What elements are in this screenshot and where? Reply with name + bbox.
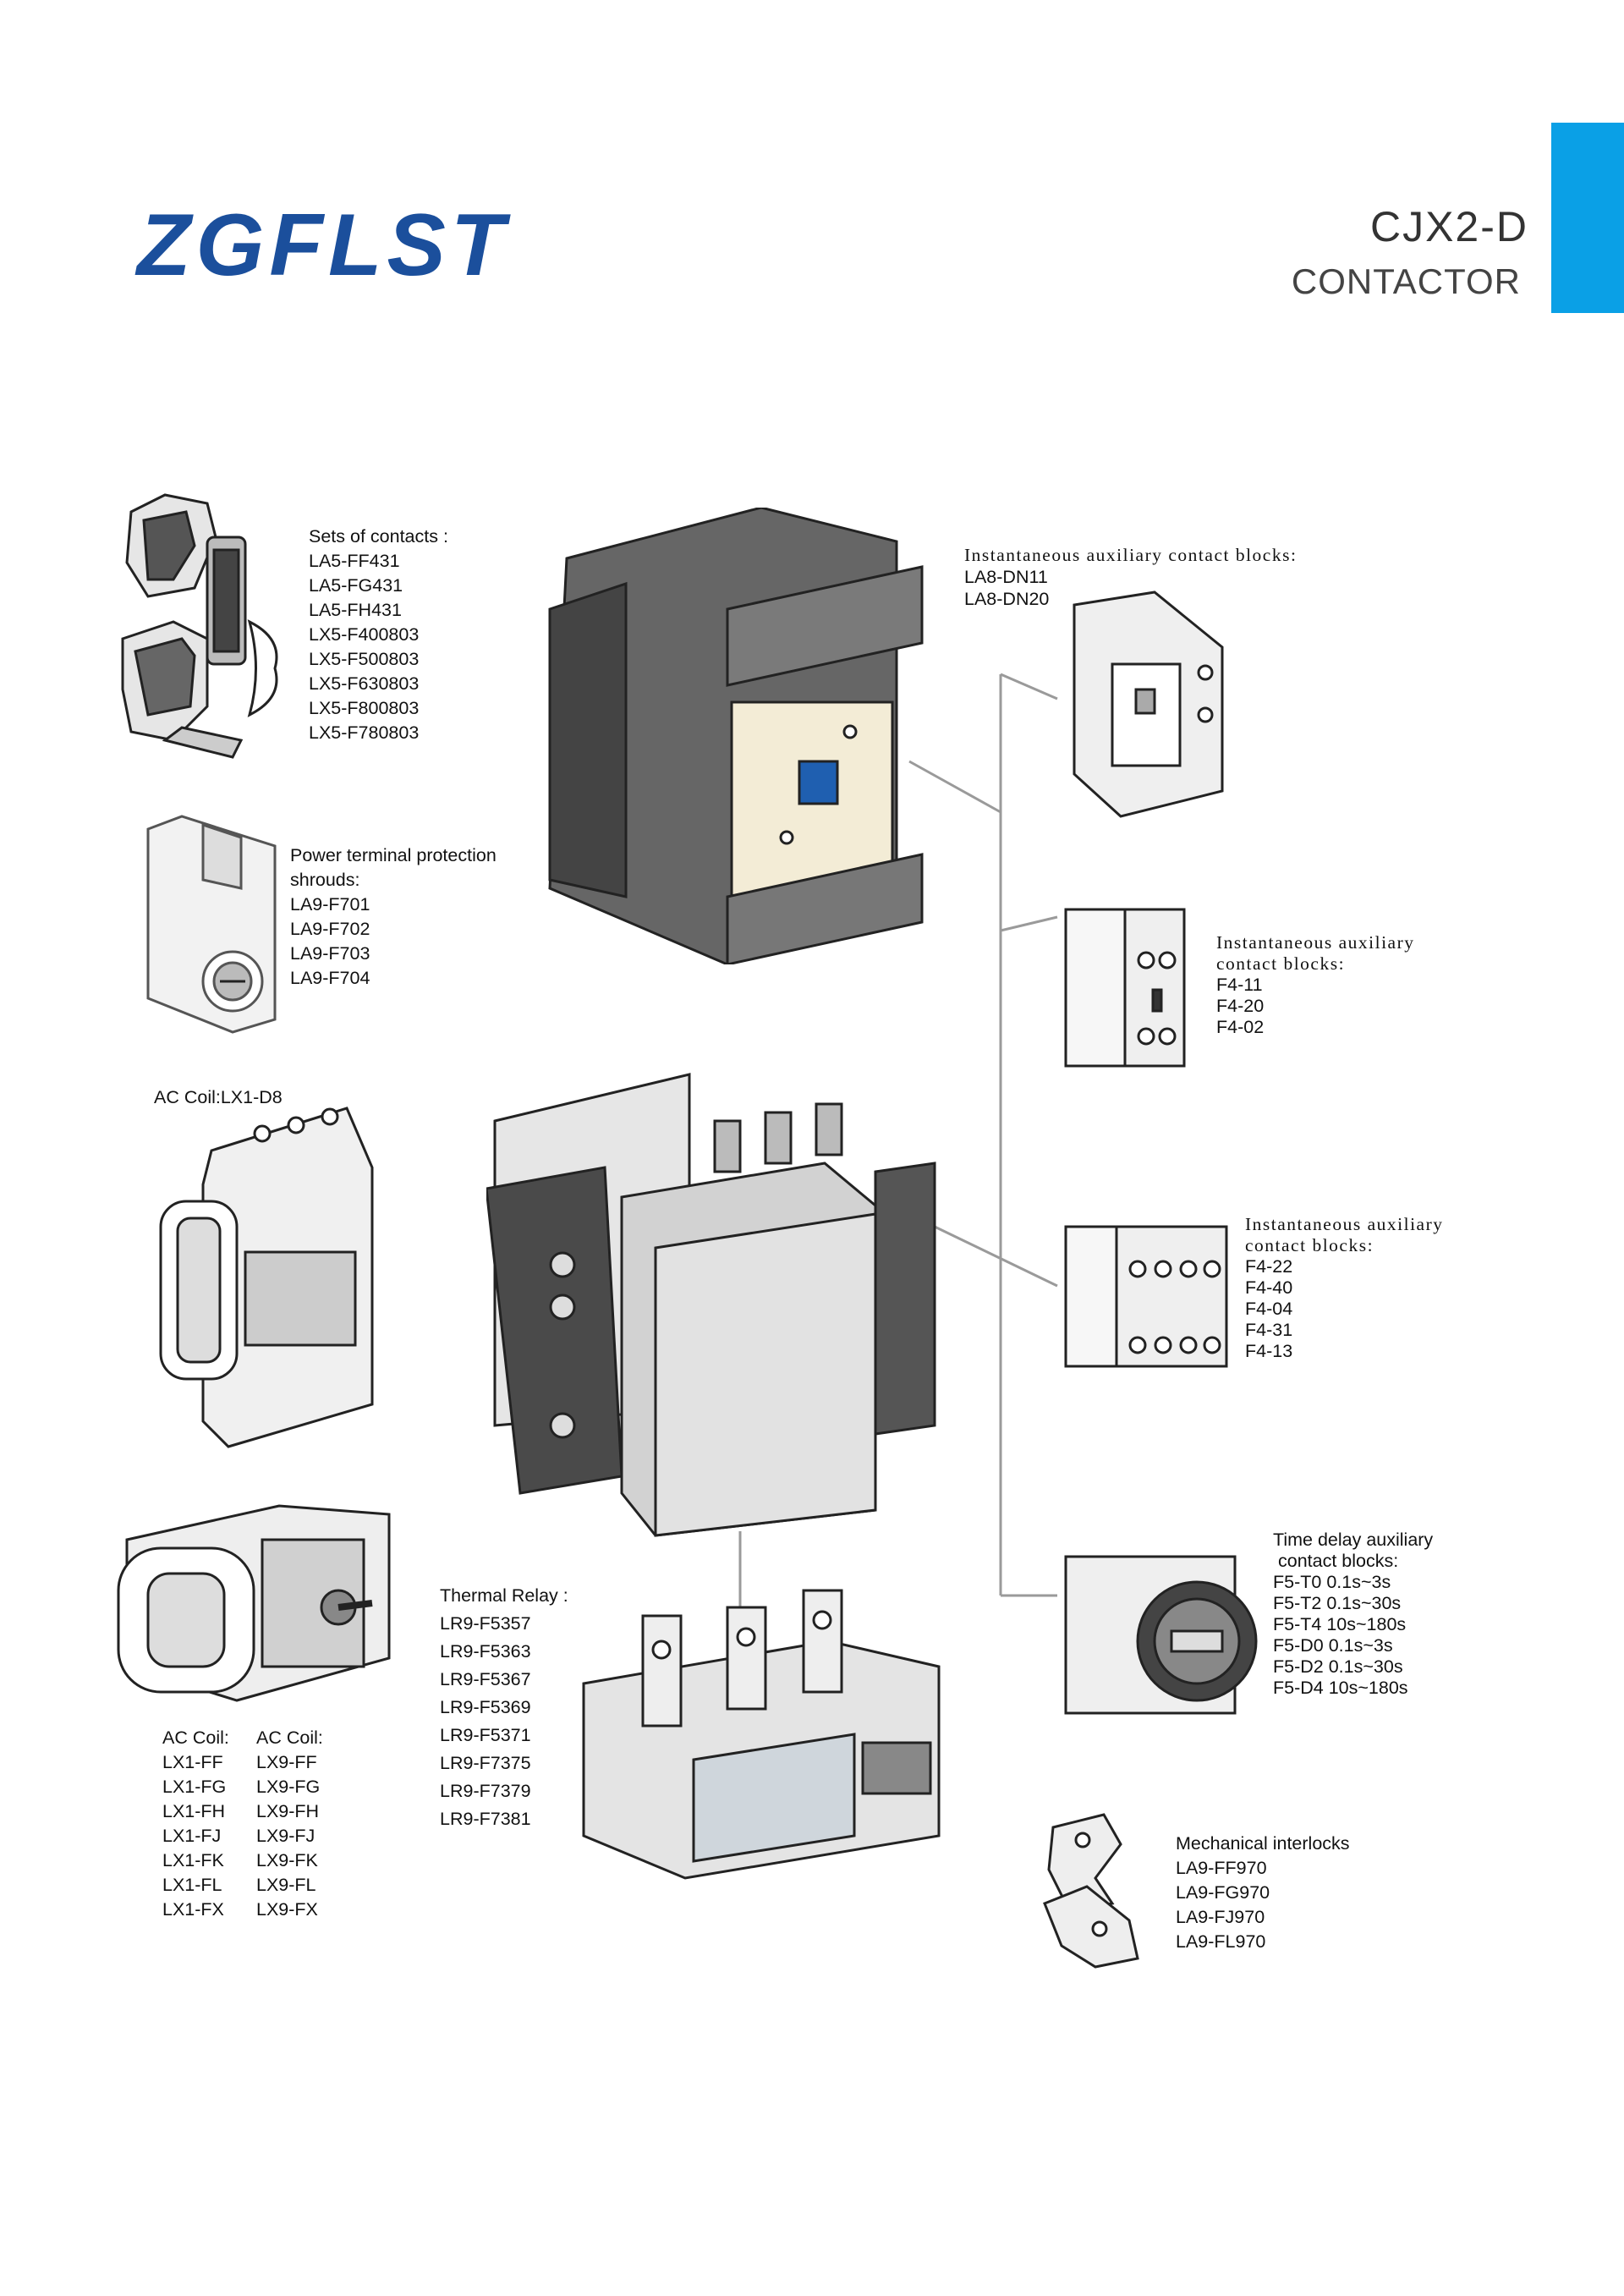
list-item: LA5-FG431 — [309, 575, 403, 596]
thermal-relay-title: Thermal Relay : — [440, 1585, 568, 1606]
aux-f4-large-title-line2: contact blocks: — [1245, 1235, 1374, 1255]
list-item: LA9-F703 — [290, 943, 370, 964]
aux-dn-block: Instantaneous auxiliary contact blocks: … — [964, 544, 1297, 610]
list-item: LR9-F5367 — [440, 1669, 531, 1689]
list-item: LR9-F5363 — [440, 1641, 531, 1662]
list-item: F4-13 — [1245, 1341, 1293, 1361]
list-item: F5-D2 0.1s~30s — [1273, 1656, 1403, 1677]
list-item: F5-D4 10s~180s — [1273, 1678, 1408, 1698]
shrouds-block: Power terminal protection shrouds: LA9-F… — [290, 843, 497, 991]
shrouds-title-line2: shrouds: — [290, 870, 360, 890]
list-item: LX1-FX — [162, 1899, 224, 1920]
time-delay-figure — [1064, 1555, 1258, 1715]
list-item: LX5-F500803 — [309, 649, 420, 669]
list-item: LA9-FJ970 — [1176, 1907, 1265, 1927]
interlocks-block: Mechanical interlocks LA9-FF970 LA9-FG97… — [1176, 1832, 1350, 1954]
list-item: F4-31 — [1245, 1320, 1293, 1340]
list-item: F4-20 — [1216, 996, 1265, 1016]
list-item: LR9-F5357 — [440, 1613, 531, 1634]
list-item: LX5-F780803 — [309, 722, 420, 743]
list-item: LA8-DN11 — [964, 567, 1048, 587]
time-delay-block: Time delay auxiliary contact blocks: F5-… — [1273, 1530, 1433, 1699]
list-item: F4-11 — [1216, 975, 1263, 995]
list-item: LX5-F630803 — [309, 673, 420, 694]
list-item: LX1-FH — [162, 1801, 226, 1821]
ac-coil-col1: AC Coil: LX1-FF LX1-FG LX1-FH LX1-FJ LX1… — [162, 1726, 229, 1922]
aux-f4-small-block: Instantaneous auxiliary contact blocks: … — [1216, 932, 1415, 1038]
list-item: LA9-FG970 — [1176, 1882, 1270, 1903]
aux-dn-title: Instantaneous auxiliary contact blocks: — [964, 545, 1298, 565]
list-item: F4-04 — [1245, 1299, 1293, 1319]
contactor-middle-figure — [486, 1073, 936, 1537]
list-item: LA5-FF431 — [309, 551, 400, 571]
list-item: LX9-FJ — [256, 1826, 315, 1846]
ac-coil-col2: AC Coil: LX9-FF LX9-FG LX9-FH LX9-FJ LX9… — [256, 1726, 323, 1922]
list-item: LA9-F704 — [290, 968, 370, 988]
contactor-top-figure — [548, 508, 924, 964]
list-item: F5-T4 10s~180s — [1273, 1614, 1407, 1634]
list-item: F5-D0 0.1s~3s — [1273, 1635, 1393, 1656]
list-item: LR9-F7381 — [440, 1809, 531, 1829]
thermal-relay-block: Thermal Relay : LR9-F5357 LR9-F5363 LR9-… — [440, 1582, 568, 1833]
list-item: LA9-FL970 — [1176, 1931, 1266, 1952]
list-item: LX1-FF — [162, 1752, 223, 1772]
list-item: F4-02 — [1216, 1017, 1265, 1037]
list-item: LX5-F400803 — [309, 624, 420, 645]
sets-of-contacts-title: Sets of contacts : — [309, 526, 448, 547]
model-title: CJX2-D — [1369, 203, 1528, 250]
list-item: LX9-FF — [256, 1752, 317, 1772]
aux-f4-small-figure — [1064, 908, 1186, 1068]
list-item: LX1-FG — [162, 1777, 227, 1797]
list-item: LX5-F800803 — [309, 698, 420, 718]
list-item: LX9-FH — [256, 1801, 320, 1821]
list-item: F4-22 — [1245, 1256, 1293, 1277]
sets-of-contacts-block: Sets of contacts : LA5-FF431 LA5-FG431 L… — [309, 525, 448, 745]
list-item: LA5-FH431 — [309, 600, 402, 620]
list-item: LA8-DN20 — [964, 589, 1050, 609]
list-item: LX9-FX — [256, 1899, 318, 1920]
interlock-figure — [1043, 1813, 1139, 1969]
aux-f4-small-title-line1: Instantaneous auxiliary — [1216, 932, 1415, 953]
accent-tab — [1551, 123, 1624, 313]
list-item: LR9-F5371 — [440, 1725, 531, 1745]
terminal-shroud-figure — [146, 815, 277, 1034]
ac-coil-d8-figure — [159, 1107, 374, 1448]
list-item: LR9-F7379 — [440, 1781, 531, 1801]
list-item: LR9-F5369 — [440, 1697, 531, 1717]
list-item: F5-T2 0.1s~30s — [1273, 1593, 1402, 1613]
list-item: F5-T0 0.1s~3s — [1273, 1572, 1391, 1592]
list-item: F4-40 — [1245, 1277, 1293, 1298]
aux-f4-large-title-line1: Instantaneous auxiliary — [1245, 1214, 1444, 1234]
list-item: LX9-FL — [256, 1875, 316, 1895]
list-item: LR9-F7375 — [440, 1753, 531, 1773]
product-type: CONTACTOR — [1291, 261, 1521, 301]
time-delay-title-line2: contact blocks: — [1278, 1551, 1399, 1571]
shrouds-title-line1: Power terminal protection — [290, 845, 497, 865]
ac-coil-col1-title: AC Coil: — [162, 1727, 229, 1748]
list-item: LA9-FF970 — [1176, 1858, 1267, 1878]
ac-coil-d8-title: AC Coil:LX1-D8 — [154, 1087, 283, 1107]
list-item: LX1-FK — [162, 1850, 224, 1870]
ac-coil-f-figure — [117, 1504, 391, 1702]
list-item: LA9-F702 — [290, 919, 370, 939]
list-item: LX1-FL — [162, 1875, 222, 1895]
ac-coil-col2-title: AC Coil: — [256, 1727, 323, 1748]
list-item: LX1-FJ — [162, 1826, 222, 1846]
list-item: LX9-FK — [256, 1850, 318, 1870]
aux-f4-large-figure — [1064, 1225, 1228, 1368]
interlocks-title: Mechanical interlocks — [1176, 1833, 1350, 1854]
list-item: LX9-FG — [256, 1777, 321, 1797]
contacts-set-figure — [121, 493, 278, 759]
thermal-relay-figure — [582, 1589, 941, 1880]
aux-f4-large-block: Instantaneous auxiliary contact blocks: … — [1245, 1214, 1444, 1362]
time-delay-title-line1: Time delay auxiliary — [1273, 1530, 1434, 1550]
aux-f4-small-title-line2: contact blocks: — [1216, 953, 1346, 974]
brand-logo: ZGFLST — [137, 196, 510, 294]
list-item: LA9-F701 — [290, 894, 370, 915]
aux-dn-figure — [1073, 590, 1224, 818]
